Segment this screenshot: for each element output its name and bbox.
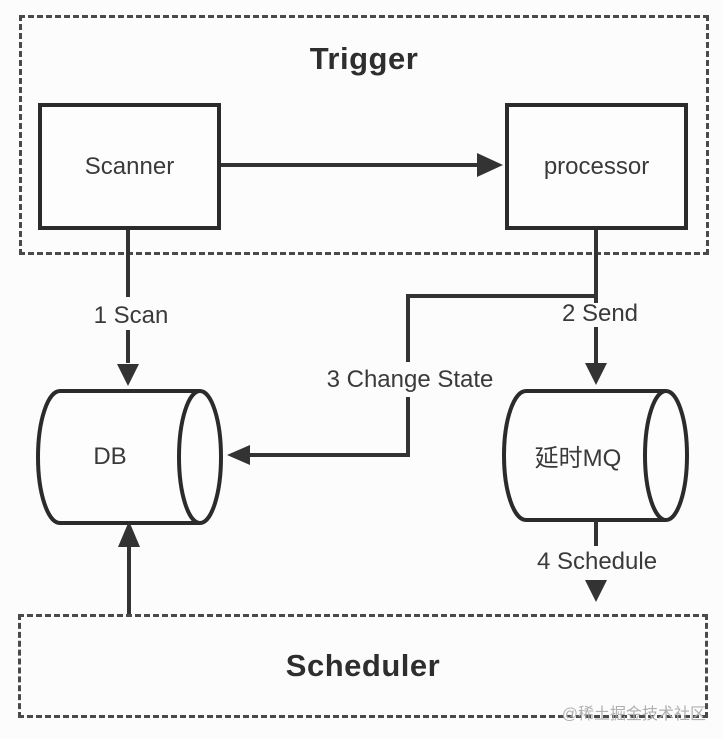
- scan-line-upper: [126, 230, 130, 297]
- scanner-to-processor-line: [221, 163, 479, 167]
- scheduler-group-title: Scheduler: [285, 648, 441, 683]
- schedule-line: [594, 520, 598, 546]
- watermark: @稀土掘金技术社区: [561, 706, 706, 723]
- scanner-node: Scanner: [38, 103, 221, 230]
- scanner-node-label: Scanner: [84, 152, 175, 180]
- change-state-line-top: [406, 294, 598, 298]
- send-edge-label: 2 Send: [561, 300, 639, 327]
- db-cylinder: [36, 389, 223, 525]
- change-state-line-vertical-upper: [406, 294, 410, 362]
- schedule-arrowhead-icon: [585, 580, 607, 602]
- scheduler-to-db-arrowhead-icon: [118, 521, 140, 547]
- scheduler-to-db-line: [127, 547, 131, 614]
- send-line-lower: [594, 327, 598, 363]
- trigger-group-box: [19, 15, 709, 255]
- db-node-label: DB: [93, 443, 127, 470]
- scan-line-lower: [126, 330, 130, 363]
- schedule-edge-label: 4 Schedule: [536, 548, 658, 575]
- change-state-arrowhead-icon: [227, 445, 250, 465]
- send-line-upper: [594, 230, 598, 303]
- delay-mq-cylinder: [502, 389, 689, 522]
- processor-node: processor: [505, 103, 688, 230]
- scanner-to-processor-arrowhead-icon: [477, 153, 503, 177]
- trigger-group-title: Trigger: [309, 41, 419, 76]
- change-state-line-horizontal: [250, 453, 410, 457]
- change-state-edge-label: 3 Change State: [326, 366, 494, 393]
- scheduler-group-box: [18, 614, 708, 718]
- change-state-line-vertical-lower: [406, 397, 410, 455]
- scan-edge-label: 1 Scan: [93, 302, 169, 329]
- delay-mq-node-label: 延时MQ: [534, 445, 622, 472]
- send-arrowhead-icon: [585, 363, 607, 385]
- processor-node-label: processor: [543, 152, 650, 180]
- scan-arrowhead-icon: [117, 364, 139, 386]
